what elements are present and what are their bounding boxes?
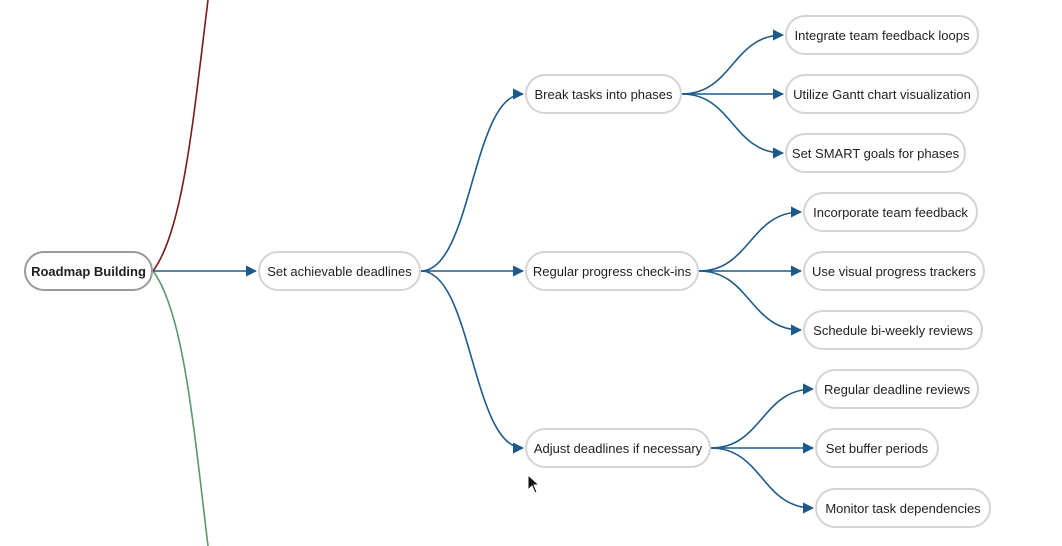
mouse-pointer-icon bbox=[527, 474, 541, 494]
node-utilize-gantt-chart-visualization[interactable]: Utilize Gantt chart visualization bbox=[785, 74, 979, 114]
node-schedule-bi-weekly-reviews[interactable]: Schedule bi-weekly reviews bbox=[803, 310, 983, 350]
node-adjust-deadlines-if-necessary[interactable]: Adjust deadlines if necessary bbox=[525, 428, 711, 468]
node-regular-deadline-reviews[interactable]: Regular deadline reviews bbox=[815, 369, 979, 409]
edge-regular-progress-check-ins-to-schedule-bi-weekly-reviews bbox=[698, 270, 803, 336]
edge-adjust-deadlines-if-necessary-to-regular-deadline-reviews bbox=[710, 383, 815, 449]
node-incorporate-team-feedback[interactable]: Incorporate team feedback bbox=[803, 192, 978, 232]
node-set-smart-goals-for-phases[interactable]: Set SMART goals for phases bbox=[785, 133, 966, 173]
node-regular-progress-check-ins[interactable]: Regular progress check-ins bbox=[525, 251, 699, 291]
edge-adjust-deadlines-if-necessary-to-monitor-task-dependencies bbox=[710, 447, 815, 514]
edge-regular-progress-check-ins-to-incorporate-team-feedback bbox=[698, 206, 803, 272]
edge-group bbox=[152, 29, 815, 514]
node-set-buffer-periods[interactable]: Set buffer periods bbox=[815, 428, 939, 468]
edge-break-tasks-into-phases-to-set-smart-goals-for-phases bbox=[681, 93, 785, 159]
node-integrate-team-feedback-loops[interactable]: Integrate team feedback loops bbox=[785, 15, 979, 55]
edge-set-achievable-deadlines-to-break-tasks-into-phases bbox=[420, 88, 525, 272]
node-break-tasks-into-phases[interactable]: Break tasks into phases bbox=[525, 74, 682, 114]
edge-set-achievable-deadlines-to-adjust-deadlines-if-necessary bbox=[420, 270, 525, 454]
node-use-visual-progress-trackers[interactable]: Use visual progress trackers bbox=[803, 251, 985, 291]
node-roadmap-building[interactable]: Roadmap Building bbox=[24, 251, 153, 291]
branch-line-lower bbox=[152, 270, 209, 546]
node-set-achievable-deadlines[interactable]: Set achievable deadlines bbox=[258, 251, 421, 291]
branch-line-upper bbox=[152, 0, 209, 272]
node-monitor-task-dependencies[interactable]: Monitor task dependencies bbox=[815, 488, 991, 528]
edge-break-tasks-into-phases-to-integrate-team-feedback-loops bbox=[681, 29, 785, 95]
